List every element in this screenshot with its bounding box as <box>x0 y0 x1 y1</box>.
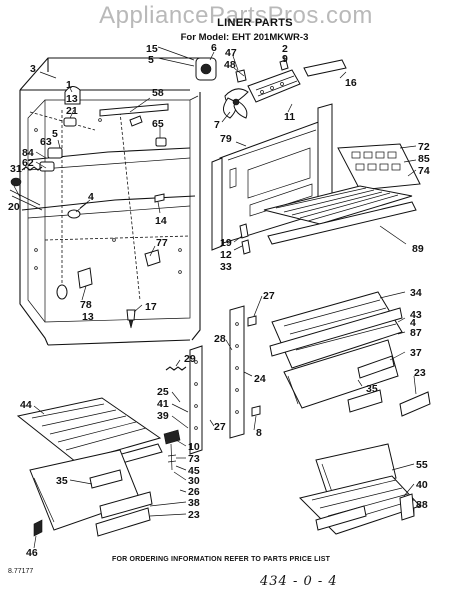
callout-46: 46 <box>26 547 38 559</box>
callout-8: 8 <box>256 427 262 439</box>
model-prefix: For Model <box>180 32 227 43</box>
callout-4-right: 4 <box>410 317 416 329</box>
callout-63: 63 <box>40 136 52 148</box>
callout-20: 20 <box>8 201 20 213</box>
callout-25: 25 <box>157 386 169 398</box>
callout-37: 37 <box>410 347 422 359</box>
callout-13-bottom: 13 <box>82 311 94 323</box>
callout-73: 73 <box>188 453 200 465</box>
callout-41: 41 <box>157 398 169 410</box>
callout-84: 84 <box>22 147 34 159</box>
callout-45: 45 <box>188 465 200 477</box>
callout-4-left: 4 <box>88 191 94 203</box>
callout-6: 6 <box>211 42 217 54</box>
left-rail-assembly <box>163 345 203 471</box>
callout-35-left: 35 <box>56 475 68 487</box>
callout-85: 85 <box>418 153 430 165</box>
callout-58: 58 <box>152 87 164 99</box>
callout-39: 39 <box>157 410 169 422</box>
drawing-code: 8.77177 <box>8 568 34 575</box>
callout-47: 47 <box>225 47 237 59</box>
callout-72: 72 <box>418 141 430 153</box>
callout-2: 2 <box>282 43 288 55</box>
callout-65: 65 <box>152 118 164 130</box>
callout-40: 40 <box>416 479 428 491</box>
callout-9: 9 <box>282 53 288 65</box>
model-line: For Model: EHT 201MKWR-3 <box>180 32 309 43</box>
center-rail-parts <box>239 223 251 255</box>
callout-5-top: 5 <box>148 54 154 66</box>
callout-23-left: 23 <box>188 509 200 521</box>
callout-19: 19 <box>220 237 232 249</box>
ordering-note: FOR ORDERING INFORMATION REFER TO PARTS … <box>112 556 331 563</box>
callout-12: 12 <box>220 249 232 261</box>
callout-labels: 15 5 6 47 48 2 9 16 3 1 13 21 58 7 11 63… <box>8 42 430 559</box>
callout-88: 88 <box>416 499 428 511</box>
diagram-title: LINER PARTS <box>217 17 293 29</box>
callout-62: 62 <box>22 157 34 169</box>
callout-27-bottom: 27 <box>214 421 226 433</box>
center-mullion <box>229 305 261 439</box>
callout-43: 43 <box>410 309 422 321</box>
callout-10: 10 <box>188 441 200 453</box>
callout-leaders <box>13 46 417 549</box>
callout-74: 74 <box>418 165 430 177</box>
callout-31: 31 <box>10 163 22 175</box>
callout-15: 15 <box>146 43 158 55</box>
fan-motor-assembly <box>195 57 301 119</box>
callout-44: 44 <box>20 399 32 411</box>
freezer-wire-shelf <box>263 143 421 245</box>
callout-3: 3 <box>30 63 36 75</box>
callout-14: 14 <box>155 215 167 227</box>
callout-79: 79 <box>220 133 232 145</box>
callout-16: 16 <box>345 77 357 89</box>
left-crisper-assembly <box>16 397 163 537</box>
callout-38: 38 <box>188 497 200 509</box>
callout-1: 1 <box>66 79 72 91</box>
callout-48: 48 <box>224 59 236 71</box>
callout-89: 89 <box>412 243 424 255</box>
watermark-text: AppliancePartsPros.com <box>99 2 373 29</box>
model-number: EHT 201MKWR-3 <box>231 32 309 43</box>
callout-55: 55 <box>416 459 428 471</box>
callout-30: 30 <box>188 475 200 487</box>
callout-27-top: 27 <box>263 290 275 302</box>
callout-87: 87 <box>410 327 422 339</box>
callout-11: 11 <box>284 111 295 123</box>
callout-29: 29 <box>184 353 196 365</box>
cabinet-liner <box>9 57 211 346</box>
callout-34: 34 <box>410 287 422 299</box>
callout-24: 24 <box>254 373 266 385</box>
callout-13-top: 13 <box>66 93 78 105</box>
callout-26: 26 <box>188 486 200 498</box>
callout-77: 77 <box>156 237 168 249</box>
callout-33: 33 <box>220 261 232 273</box>
handwritten-code: 434 - 0 - 4 <box>260 574 338 589</box>
callout-23-right: 23 <box>414 367 426 379</box>
part-16-strip <box>303 59 347 77</box>
callout-35-right: 35 <box>366 383 378 395</box>
lower-right-crisper <box>299 443 421 535</box>
callout-21: 21 <box>66 105 78 117</box>
callout-7: 7 <box>214 119 220 131</box>
callout-5-mid: 5 <box>52 128 58 140</box>
callout-17: 17 <box>145 301 157 313</box>
right-crisper-assembly <box>269 291 431 417</box>
callout-78: 78 <box>80 299 92 311</box>
callout-28: 28 <box>214 333 226 345</box>
